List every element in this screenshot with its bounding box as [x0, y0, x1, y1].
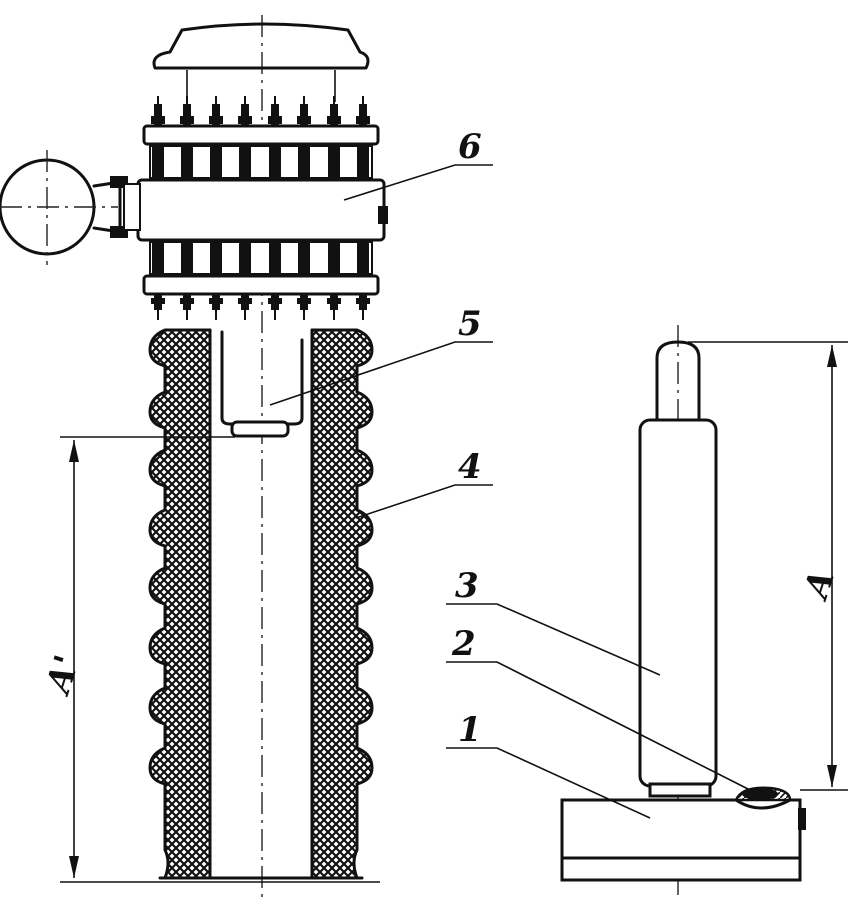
test-rod-assembly	[446, 325, 848, 895]
dimension-a	[688, 341, 848, 791]
label-dimension-a: A	[796, 565, 843, 605]
side-drive	[0, 150, 141, 265]
top-cap	[152, 22, 370, 102]
label-3: 3	[455, 566, 479, 606]
label-4: 4	[458, 447, 482, 487]
bolt	[180, 242, 194, 320]
label-5: 5	[458, 304, 482, 344]
bolt	[151, 96, 165, 180]
bolt	[327, 242, 341, 320]
bolt	[327, 96, 341, 180]
dimension-a-prime	[60, 436, 235, 878]
rod-tip	[655, 340, 701, 422]
electrode-part-5	[220, 330, 304, 438]
bolt	[356, 242, 370, 320]
bolt	[180, 96, 194, 180]
label-dimension-a-prime: A'	[38, 650, 88, 700]
bolt	[151, 242, 165, 320]
label-1: 1	[458, 710, 482, 750]
bolt	[209, 242, 223, 320]
insulator-right-wall	[310, 328, 374, 880]
insulator-left-wall	[148, 328, 212, 880]
upper-flange	[142, 124, 380, 179]
bolt	[209, 96, 223, 180]
insulator-body-part-4	[60, 328, 380, 883]
bolt	[238, 96, 252, 180]
bolt	[268, 96, 282, 180]
leaders-left	[269, 164, 493, 519]
bolt	[268, 242, 282, 320]
barrel-part-6	[136, 178, 388, 242]
label-2: 2	[451, 624, 476, 664]
rod-part-3	[638, 418, 718, 788]
label-6: 6	[458, 127, 482, 167]
bolt	[238, 242, 252, 320]
bolt	[297, 96, 311, 180]
lower-bolts	[151, 242, 370, 320]
lower-flange	[142, 241, 380, 296]
base-plate-part-1	[560, 798, 806, 882]
upper-bolts	[151, 96, 370, 180]
bolt	[297, 242, 311, 320]
insulator-assembly	[0, 15, 493, 900]
bolt	[356, 96, 370, 180]
leaders-right	[446, 603, 751, 819]
